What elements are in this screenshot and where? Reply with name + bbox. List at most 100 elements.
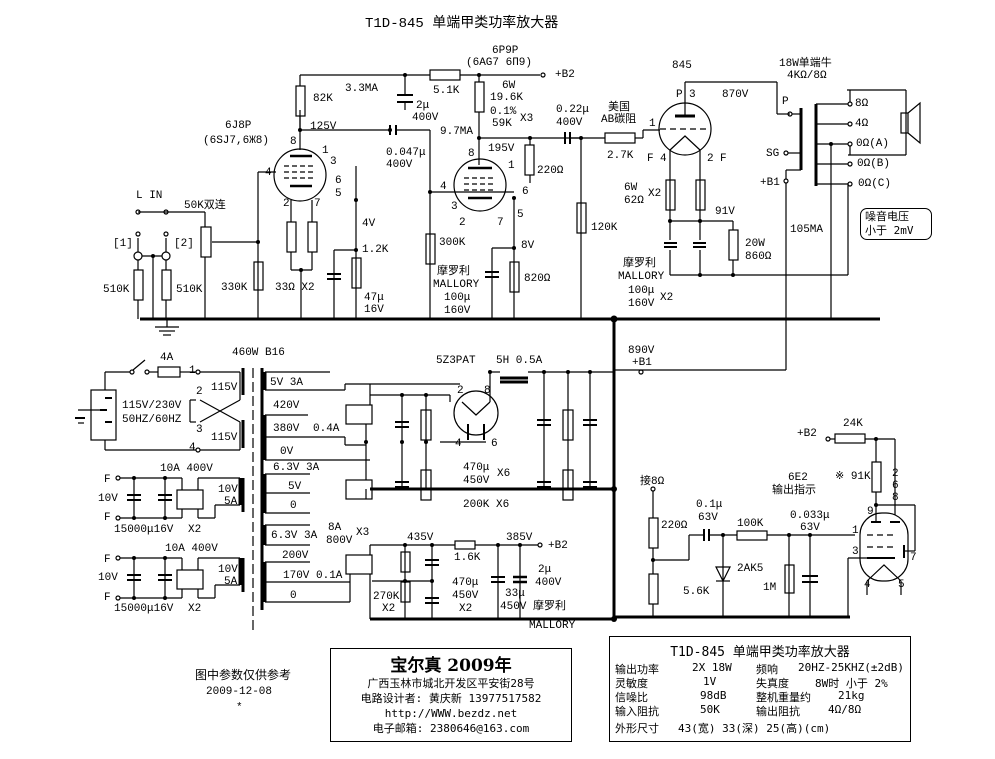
plate-pin-845: P (676, 89, 683, 101)
spec-k1-1: 灵敏度 (615, 677, 648, 690)
ind-pin7: 7 (910, 552, 917, 564)
spec-v2-0: 20HZ-25KHZ(±2dB) (798, 661, 904, 674)
junction-dots (132, 73, 878, 622)
r-270k: 270K (373, 591, 400, 603)
r-in2: 510K (176, 284, 203, 296)
spec-k1-2: 信噪比 (615, 691, 648, 704)
v435: 435V (407, 532, 434, 544)
c-2u-v: 400V (535, 577, 562, 589)
tap-4ohm[interactable]: 4Ω (855, 118, 869, 130)
hv-caps: 470μ (463, 462, 490, 474)
noise-line1: 噪音电压 (865, 210, 909, 223)
c-cath-v1-v: 16V (364, 304, 384, 316)
c-coup2: 0.22μ (556, 104, 590, 116)
pri-pin3: 3 (196, 424, 203, 436)
v2-pin8: 8 (468, 148, 475, 160)
cap-brand-v2: 摩罗利 (437, 266, 470, 278)
ind-pin5: 5 (898, 579, 905, 591)
indicator-circuit (648, 433, 916, 617)
v-plate-845: 870V (722, 89, 749, 101)
volume-pot (200, 226, 258, 319)
v1-pin4: 4 (265, 167, 272, 179)
sec-380v-i: 0.4A (313, 423, 340, 435)
r-stop-note1: 美国 (608, 102, 630, 114)
spec-k2-0: 频响 (756, 663, 778, 676)
sec-5v3a: 5V 3A (270, 377, 304, 389)
r-gridleak-845: 120K (591, 222, 618, 234)
fil2-f-bot: F (104, 592, 111, 604)
r-16k: 1.6K (454, 552, 481, 564)
author-box: 宝尔真 2009年 广西玉林市城北开发区平安街28号 电路设计者: 黄庆新 13… (330, 648, 572, 742)
r-grid-v2: 300K (439, 237, 466, 249)
c-33: 33μ (505, 588, 525, 600)
sec-170v: 170V 0.1A (283, 570, 343, 582)
plate-pin-no-845: 3 (689, 89, 696, 101)
ind-r56k: 5.6K (683, 586, 710, 598)
spec-v1-0: 2X 18W (692, 661, 732, 674)
r-alt: 59K (492, 118, 512, 130)
r-load: 19.6K (490, 92, 524, 104)
c-33-v: 450V (500, 601, 527, 613)
tap-0ohm-b[interactable]: 0Ω(B) (857, 158, 891, 170)
b2-label-psu: +B2 (548, 540, 568, 552)
spec-v1-3: 50K (700, 703, 720, 716)
v1-pin3: 3 (330, 156, 337, 168)
hv-caps-v: 450V (463, 475, 490, 487)
sec-63v3a: 6.3V 3A (273, 462, 320, 474)
v2-pin4: 4 (440, 181, 447, 193)
note-date: 2009-12-08 (206, 686, 273, 698)
fil1-f-bot: F (104, 512, 111, 524)
spec-k2-2: 整机重量约 (756, 691, 811, 704)
pri-pin2: 2 (196, 386, 203, 398)
r-dec: 5.1K (433, 85, 460, 97)
sec-0-b: 0 (290, 590, 297, 602)
input-ch2: [2] (174, 238, 194, 250)
r-bias-w: 20W (745, 238, 765, 250)
xfmr-label: 460W B16 (232, 347, 285, 359)
sec-380v: 380V (273, 423, 300, 435)
fil2-sec-i: 5A (224, 576, 238, 588)
otx-title: 18W单端牛 (779, 58, 832, 70)
pri2-label: 115V (211, 432, 238, 444)
fil2-v: 10V (98, 572, 118, 584)
hv-supply (345, 369, 644, 501)
ind-r1m: 1M (763, 582, 777, 594)
cap-v2-v: 160V (444, 305, 471, 317)
ind-c01: 0.1μ (696, 499, 723, 511)
r-grid-v1: 330K (221, 282, 248, 294)
filament-supplies (115, 475, 242, 601)
otx-imp: 4KΩ/8Ω (787, 70, 827, 82)
fil1-sec: 10V (218, 484, 238, 496)
tap-0ohm-c[interactable]: 0Ω(C) (858, 178, 892, 190)
tap-0ohm-a[interactable]: 0Ω(A) (856, 138, 890, 150)
noise-note: 噪音电压 小于 2mV (860, 208, 932, 240)
bridge-rating1: 8A (328, 522, 342, 534)
fil-l-pin: 4 (660, 153, 667, 165)
r-cath-v1: 33Ω X2 (275, 282, 315, 294)
author-url[interactable]: http://WWW.bezdz.net (384, 707, 518, 720)
r-screen-v2: 220Ω (537, 165, 564, 177)
c-470: 470μ (452, 577, 479, 589)
author-email[interactable]: 电子邮箱: 2380646@163.com (372, 722, 530, 735)
fuse-label: 4A (160, 352, 174, 364)
c-470-mult: X2 (459, 603, 473, 615)
bridge-mult: X3 (356, 527, 370, 539)
cap-v2: 100μ (444, 292, 471, 304)
ind-pin3: 3 (852, 546, 859, 558)
brand-psu: 摩罗利 (533, 601, 566, 613)
grid-pin-845: 1 (649, 118, 656, 130)
ind-pin6: 6 (892, 480, 899, 492)
ground-icon (155, 319, 179, 336)
power-transformer (241, 368, 370, 630)
choke-label: 5H 0.5A (496, 355, 543, 367)
tap-8ohm[interactable]: 8Ω (855, 98, 869, 110)
ind-diode: 2AK5 (737, 563, 764, 575)
brand-en-psu: MALLORY (529, 620, 576, 632)
spec-v2-3: 4Ω/8Ω (828, 703, 862, 716)
pri-pin4: 4 (189, 442, 196, 454)
cap-brand-en-v2: MALLORY (433, 279, 480, 291)
ind-pin2: 2 (892, 468, 899, 480)
author-brand: 宝尔真 2009年 (390, 656, 512, 676)
c-470-v: 450V (452, 590, 479, 602)
v1-pin1: 1 (322, 145, 329, 157)
